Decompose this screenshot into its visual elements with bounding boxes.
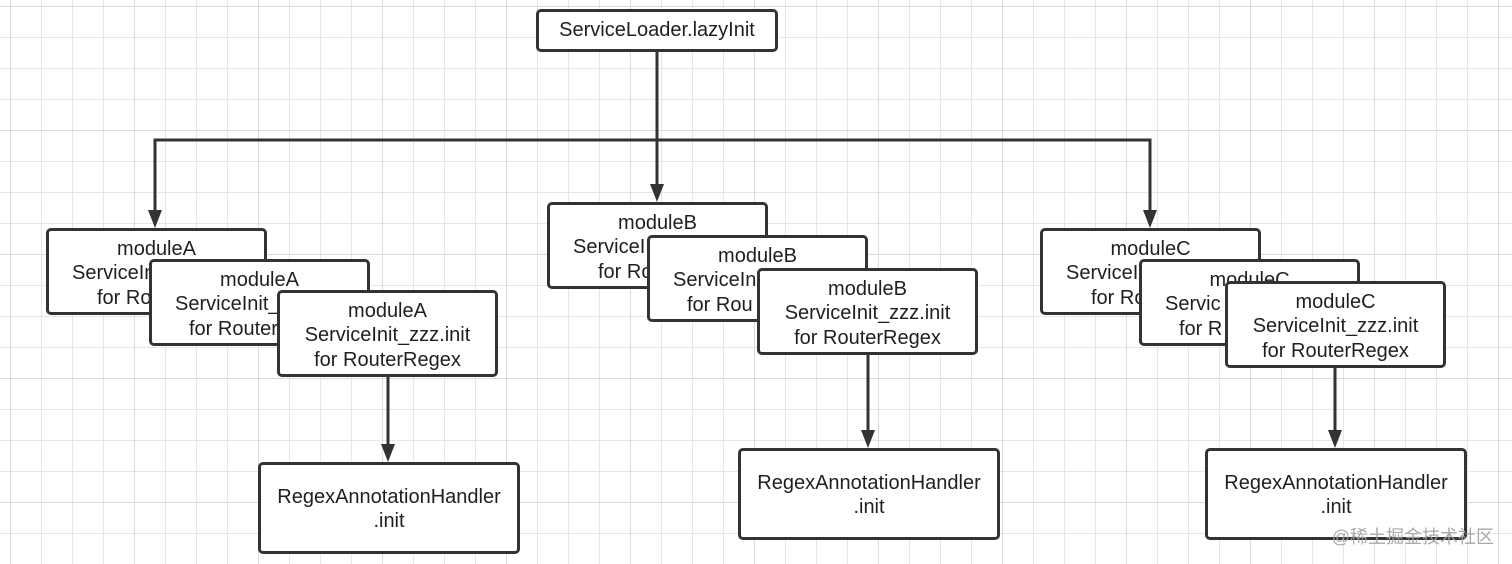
arrowhead-module-c bbox=[1143, 210, 1157, 228]
card-line-3: for Router bbox=[189, 318, 278, 340]
card-title: moduleA bbox=[220, 269, 299, 291]
card-title: moduleB bbox=[618, 212, 697, 234]
card-line-3: for Ro bbox=[598, 261, 653, 283]
module-a-card-3: moduleA ServiceInit_zzz.init for RouterR… bbox=[277, 290, 498, 377]
arrowhead-module-b bbox=[650, 184, 664, 202]
module-c-handler-node: RegexAnnotationHandler .init bbox=[1205, 448, 1467, 540]
card-line-3: for Ro bbox=[97, 287, 152, 309]
module-b-card-3: moduleB ServiceInit_zzz.init for RouterR… bbox=[757, 268, 978, 355]
handler-label: RegexAnnotationHandler bbox=[1224, 472, 1448, 494]
card-line-2: ServiceIn bbox=[673, 269, 757, 291]
root-node: ServiceLoader.lazyInit bbox=[536, 9, 778, 52]
arrowhead-handler-a bbox=[381, 444, 395, 462]
root-node-label: ServiceLoader.lazyInit bbox=[559, 19, 755, 41]
card-line-3: for Ro bbox=[1091, 287, 1146, 309]
card-title: moduleA bbox=[348, 300, 427, 322]
handler-suffix: .init bbox=[1320, 496, 1352, 518]
card-line-2: ServiceI bbox=[573, 236, 646, 258]
card-line-3: for RouterRegex bbox=[314, 349, 461, 371]
card-title: moduleB bbox=[718, 245, 797, 267]
arrowhead-module-a bbox=[148, 210, 162, 228]
handler-label: RegexAnnotationHandler bbox=[277, 486, 501, 508]
card-title: moduleB bbox=[828, 278, 907, 300]
arrowhead-handler-b bbox=[861, 430, 875, 448]
watermark-text: @稀土掘金技术社区 bbox=[1331, 527, 1494, 547]
card-line-3: for R bbox=[1179, 318, 1223, 340]
handler-suffix: .init bbox=[373, 510, 405, 532]
card-line-2: ServiceInit_zzz.init bbox=[1252, 315, 1419, 337]
card-line-3: for Rou bbox=[687, 294, 753, 316]
card-line-2: ServiceInit_zzz.init bbox=[304, 324, 471, 346]
card-line-2: ServiceIn bbox=[72, 262, 156, 284]
card-line-3: for RouterRegex bbox=[1262, 340, 1409, 362]
arrowhead-handler-c bbox=[1328, 430, 1342, 448]
card-line-2: Servic bbox=[1165, 293, 1221, 315]
card-line-2: ServiceI bbox=[1066, 262, 1139, 284]
handler-label: RegexAnnotationHandler bbox=[757, 472, 981, 494]
card-line-3: for RouterRegex bbox=[794, 327, 941, 349]
card-title: moduleC bbox=[1110, 238, 1191, 260]
card-title: moduleA bbox=[117, 238, 196, 260]
module-a-handler-node: RegexAnnotationHandler .init bbox=[258, 462, 520, 554]
handler-suffix: .init bbox=[853, 496, 885, 518]
module-c-card-3: moduleC ServiceInit_zzz.init for RouterR… bbox=[1225, 281, 1446, 368]
card-line-2: ServiceInit_zzz.init bbox=[784, 302, 951, 324]
card-title: moduleC bbox=[1295, 291, 1376, 313]
card-line-2: ServiceInit_ bbox=[175, 293, 280, 315]
module-b-handler-node: RegexAnnotationHandler .init bbox=[738, 448, 1000, 540]
